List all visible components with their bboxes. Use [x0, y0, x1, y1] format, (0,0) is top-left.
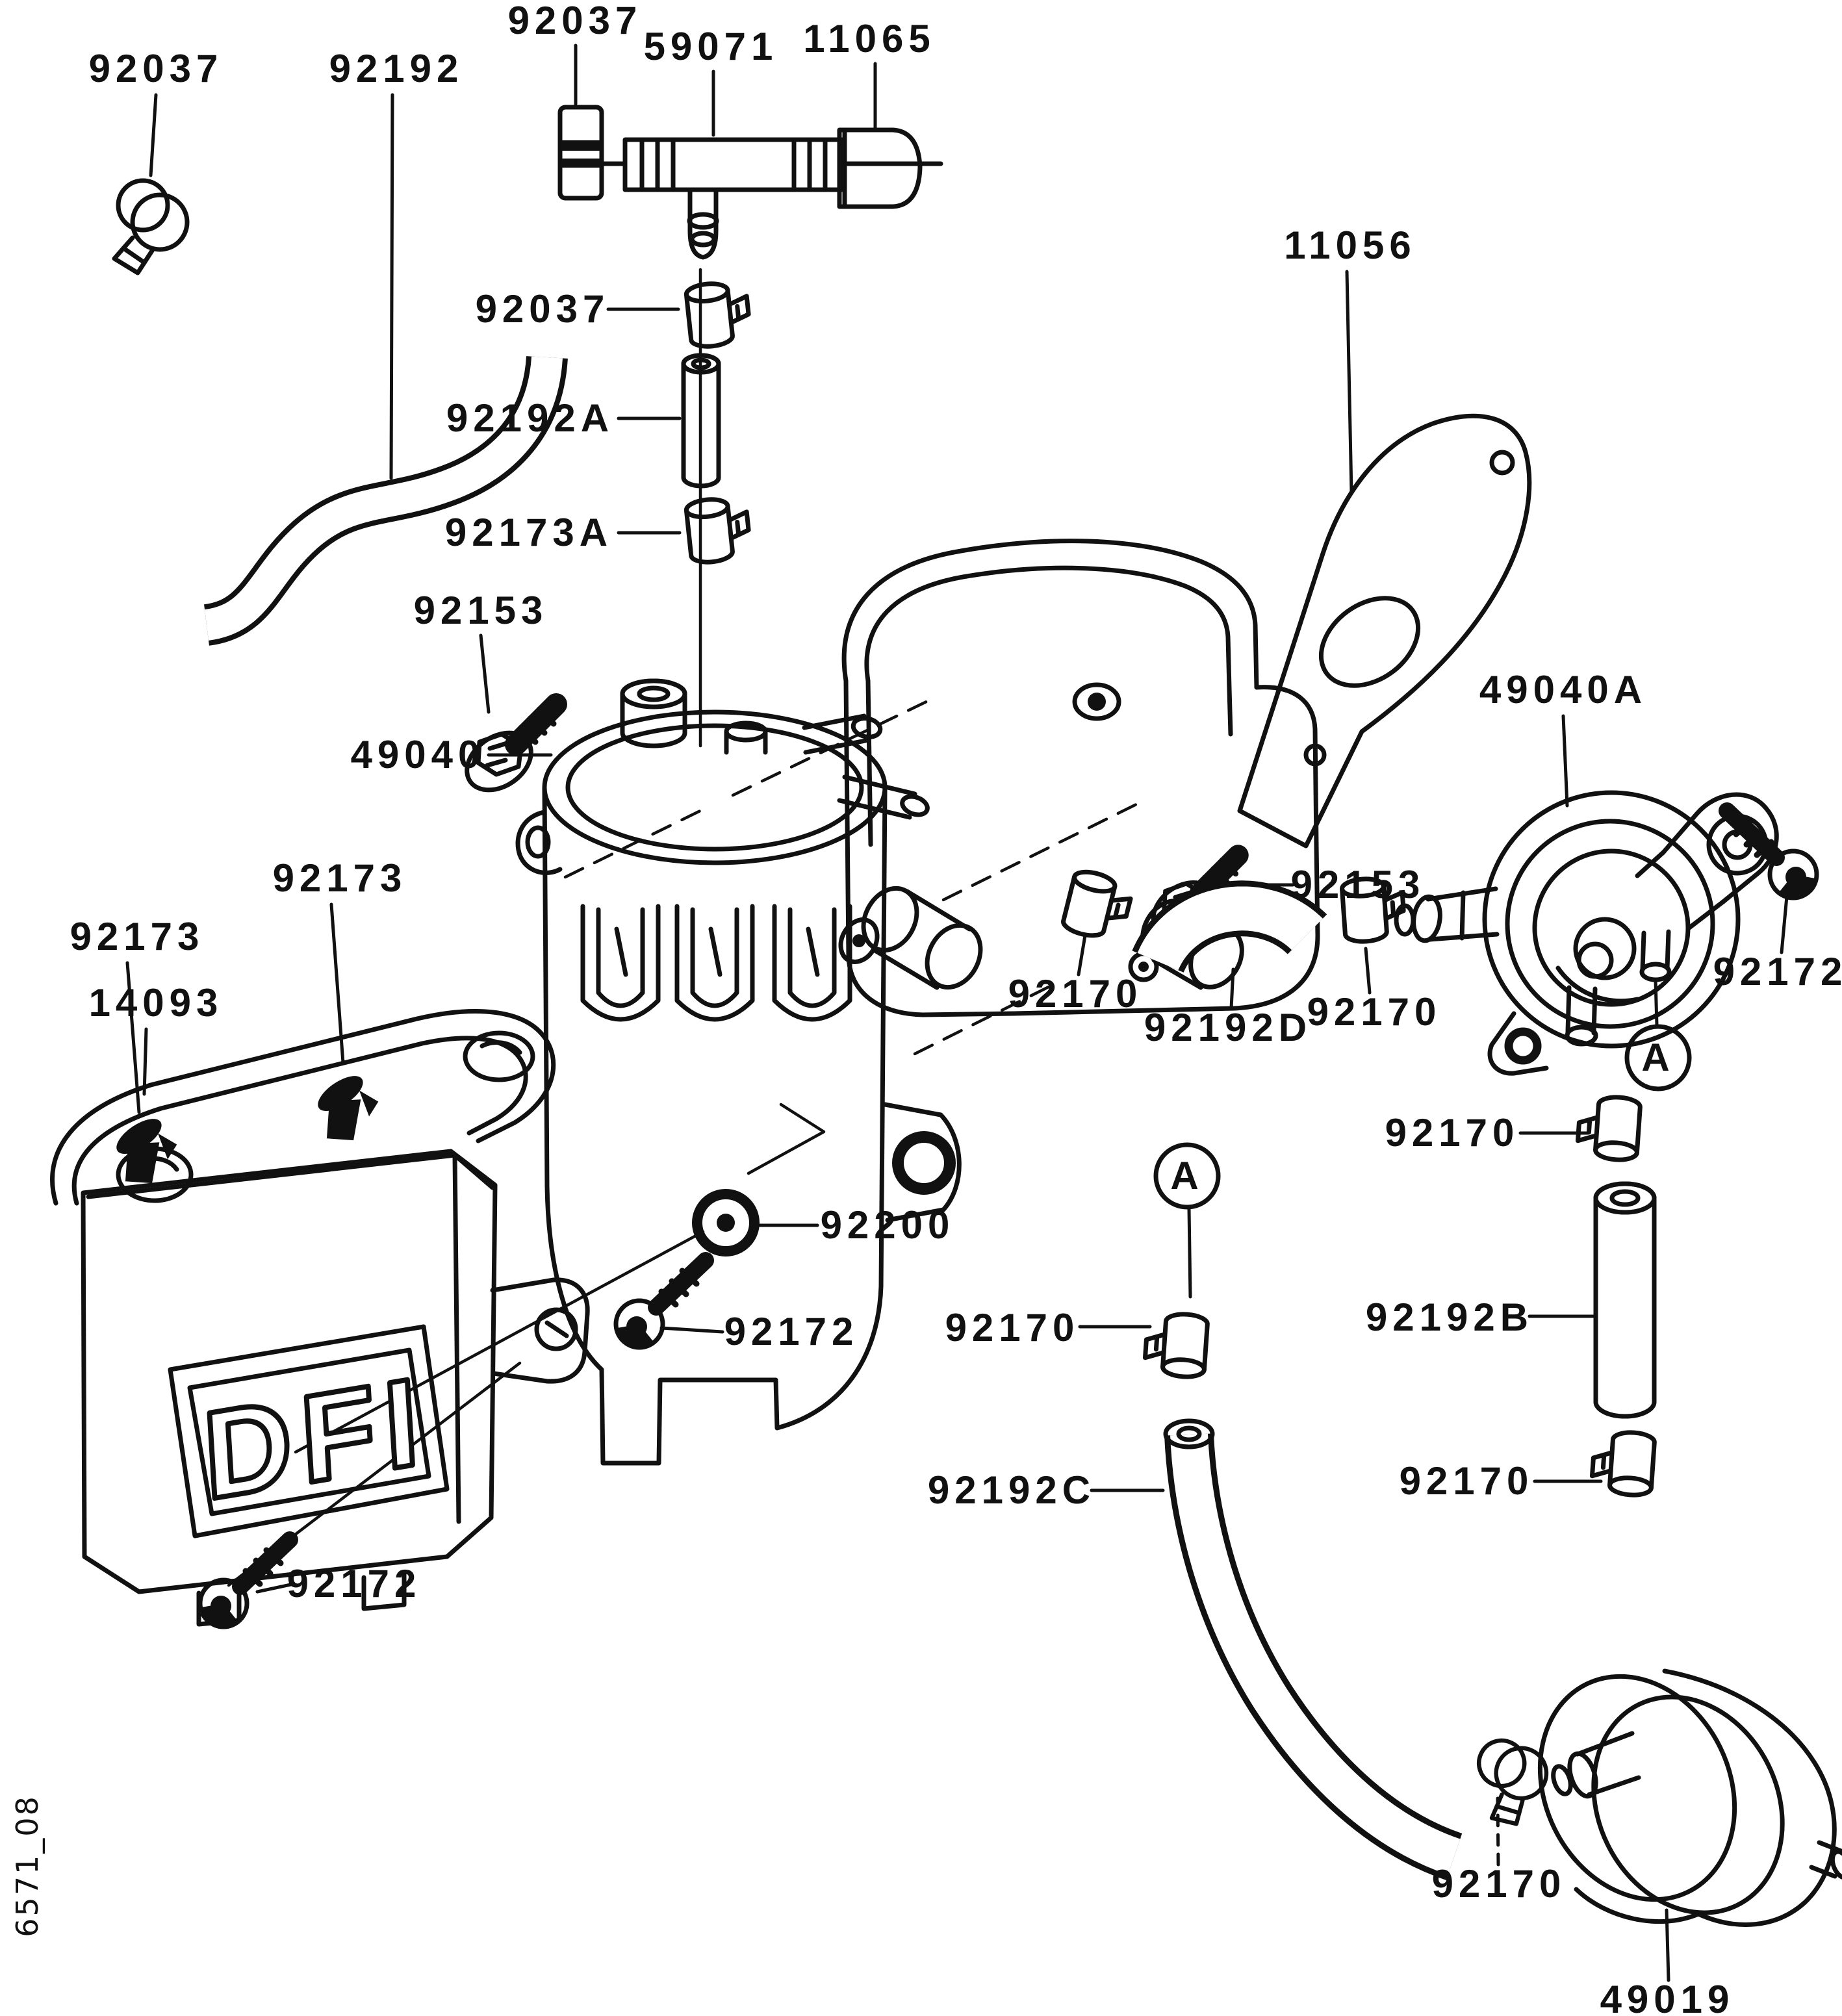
part-hose-92192 [203, 355, 568, 646]
part-label-92170: 92170 [1008, 972, 1143, 1015]
leader-line-14093 [142, 1027, 148, 1096]
marker-a-label: A [1641, 1036, 1674, 1079]
part-label-92200: 92200 [821, 1203, 955, 1247]
part-label-92037: 92037 [89, 47, 224, 90]
part-label-92173: 92173 [70, 915, 205, 958]
part-joint-92037-top [557, 105, 628, 201]
part-fuel-pump-49040a [1394, 790, 1779, 1076]
part-label-92192D: 92192D [1144, 1006, 1312, 1049]
part-label-92037: 92037 [508, 0, 643, 42]
part-clamp-92170-col-2 [1591, 1430, 1655, 1496]
section-markers: AA [1153, 978, 1692, 1299]
part-label-49040A: 49040A [1479, 668, 1647, 711]
part-label-92170: 92170 [1385, 1111, 1520, 1155]
part-label-92170: 92170 [945, 1306, 1080, 1349]
part-label-92170: 92170 [1307, 990, 1442, 1034]
part-label-14093: 14093 [89, 981, 224, 1025]
part-screw-92172-bottom [200, 1540, 290, 1628]
leader-line-92170 [1364, 947, 1372, 995]
leader-line-11056 [1345, 270, 1353, 494]
part-label-92172: 92172 [724, 1310, 859, 1353]
part-hose-92192c [1163, 1418, 1463, 1880]
leader-line-92173 [329, 902, 345, 1065]
part-label-92172: 92172 [287, 1562, 422, 1605]
part-clamp-92173a [685, 496, 752, 564]
leader-lines [125, 44, 1789, 1982]
marker-leader-line [1187, 1206, 1192, 1299]
part-cover-14093 [50, 1009, 590, 1627]
part-clamp-92170-bottom-center [1144, 1312, 1208, 1378]
leader-line-92173 [125, 961, 141, 1114]
part-label-92192: 92192 [329, 47, 464, 90]
part-label-11065: 11065 [803, 17, 936, 60]
part-label-92172: 92172 [1713, 950, 1842, 993]
part-label-92192C: 92192C [928, 1468, 1095, 1512]
part-tube-92192a [681, 353, 721, 489]
part-hose-92192d [1132, 880, 1327, 974]
part-label-49040: 49040 [351, 733, 485, 776]
marker-a-label: A [1170, 1154, 1203, 1197]
part-label-59071: 59071 [644, 25, 778, 68]
part-label-92192B: 92192B [1366, 1295, 1533, 1339]
part-washer-92200 [692, 1189, 760, 1257]
part-clamp-92170-row-left [1062, 869, 1134, 943]
part-clamp-92037-mid [685, 280, 752, 348]
part-clamp-92170-bottom-right [1470, 1729, 1559, 1830]
part-tee-fitting-59071 [622, 137, 943, 260]
part-label-92153: 92153 [1291, 863, 1426, 906]
part-label-92173A: 92173A [445, 511, 613, 554]
leader-line-92192 [389, 93, 394, 480]
part-label-11056: 11056 [1284, 223, 1416, 267]
leader-line-49040A [1561, 714, 1569, 808]
part-canister-49040 [515, 678, 962, 1466]
leader-line-92172 [1780, 895, 1789, 954]
leader-line-92192D [1229, 967, 1235, 1010]
part-clamp-92170-col-1 [1577, 1095, 1641, 1161]
part-label-92170: 92170 [1432, 1862, 1567, 1906]
leader-line-92172 [659, 1326, 724, 1334]
leader-line-92153 [479, 633, 491, 714]
leader-line-49019 [1665, 1908, 1670, 1982]
part-rivet-92173-right [309, 1066, 384, 1146]
part-label-92153: 92153 [414, 589, 548, 632]
part-label-92170: 92170 [1400, 1459, 1534, 1503]
marker-a-circle [1153, 1142, 1221, 1210]
part-label-92173: 92173 [273, 856, 407, 900]
part-screw-92172-mid [616, 1260, 706, 1349]
part-label-49019: 49019 [1600, 1978, 1735, 2016]
leader-line-92037 [149, 93, 158, 177]
marker-a-circle [1624, 1024, 1692, 1091]
part-label-92192A: 92192A [446, 396, 614, 440]
marker-leader-line [1654, 978, 1659, 1027]
leader-line-92172 [255, 1582, 296, 1594]
part-label-92037: 92037 [476, 287, 610, 331]
part-tube-92192b [1593, 1181, 1657, 1419]
leader-line-92170 [1077, 934, 1087, 976]
part-fuel-filter-49019 [1537, 1668, 1842, 1927]
part-cap-11065 [837, 127, 923, 209]
sheet-code-watermark: 6571_08 [10, 1794, 45, 1937]
part-clamp-92037-top-left [114, 181, 187, 273]
